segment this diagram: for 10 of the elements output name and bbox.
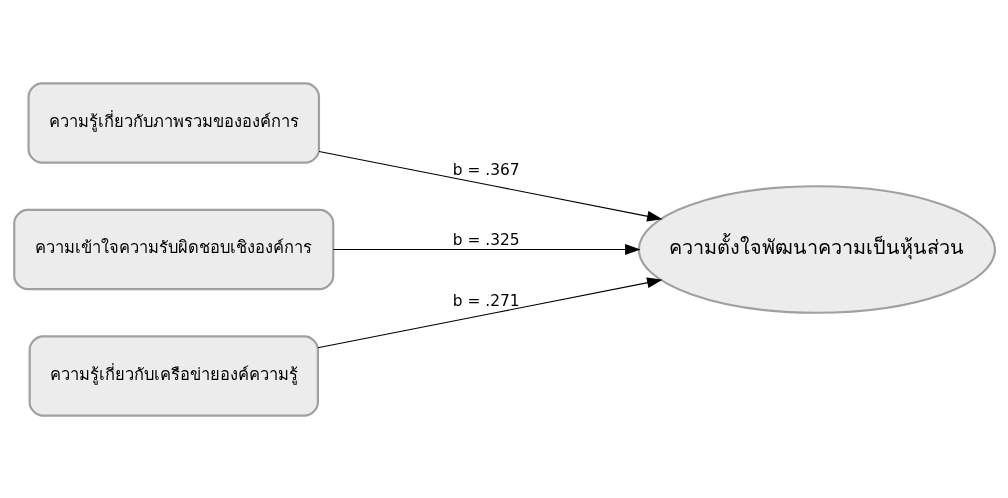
arrow xyxy=(316,276,662,348)
node-box: ความรู้เกี่ยวกับเครือข่ายองค์ความรู้ xyxy=(28,334,319,417)
edge-label: b = .367 xyxy=(452,160,520,179)
edge-label: b = .325 xyxy=(452,230,520,249)
arrow xyxy=(318,150,662,222)
arrow xyxy=(332,243,641,255)
node-box: ความรู้เกี่ยวกับภาพรวมขององค์การ xyxy=(26,81,320,164)
node-box: ความเข้าใจความรับผิดชอบเชิงองค์การ xyxy=(12,208,334,290)
node-ellipse: ความตั้งใจพัฒนาความเป็นหุ้นส่วน xyxy=(637,184,996,314)
edge-label: b = .271 xyxy=(452,291,520,310)
